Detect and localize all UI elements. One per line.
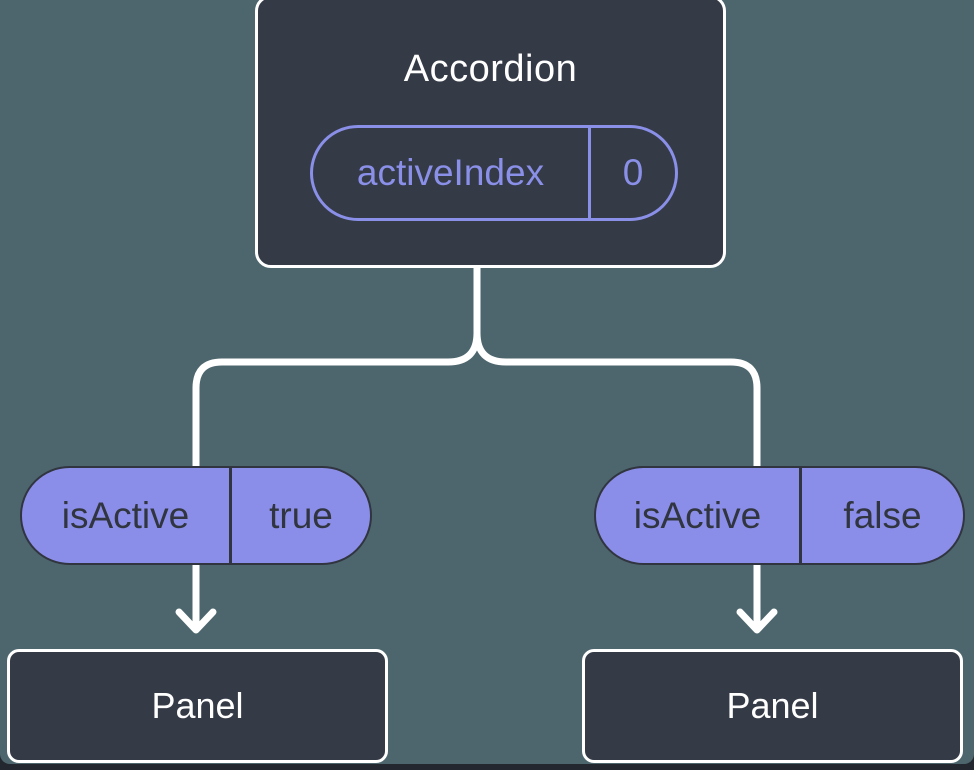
prop-pill-value: false [843, 494, 922, 536]
branch-left-line [192, 260, 481, 632]
isactive-pill-right: isActive false [594, 466, 965, 565]
panel-title: Panel [726, 685, 819, 726]
accordion-node: Accordion activeIndex 0 [255, 0, 726, 268]
arrow-down-icon [736, 608, 778, 634]
accordion-title: Accordion [403, 48, 578, 90]
prop-pill-value: true [269, 494, 333, 536]
panel-node-right: Panel [582, 649, 963, 763]
branch-right-line [473, 260, 761, 632]
panel-title: Panel [151, 685, 244, 726]
state-pill-label: activeIndex [313, 128, 591, 218]
isactive-pill-left: isActive true [20, 466, 372, 565]
state-pill-value: 0 [622, 152, 644, 193]
arrow-down-icon [175, 608, 217, 634]
prop-pill-label: isActive [22, 468, 232, 563]
panel-node-left: Panel [7, 649, 388, 763]
prop-pill-label: isActive [596, 468, 802, 563]
activeindex-state-pill: activeIndex 0 [310, 125, 678, 221]
